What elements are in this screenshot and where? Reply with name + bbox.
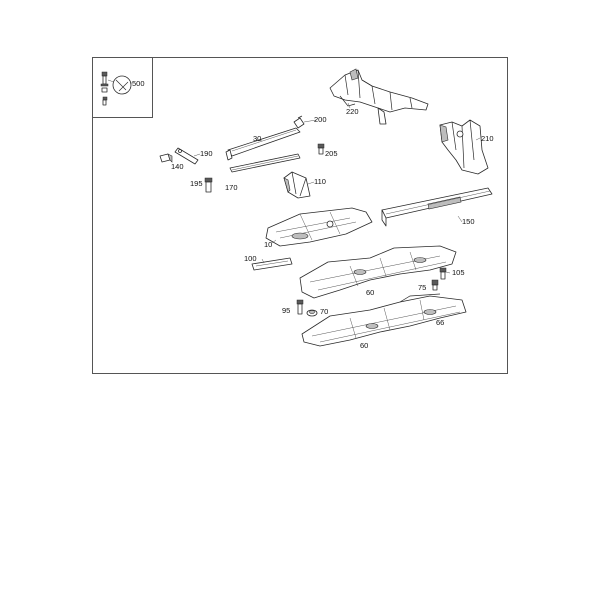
part-95-bolt [296,299,304,315]
label-210: 210 [481,134,494,143]
label-60-lower: 60 [360,341,368,350]
label-140: 140 [171,162,184,171]
part-220-rear-cross-frame [329,68,429,125]
label-95: 95 [282,306,290,315]
part-105-bolt [439,267,447,280]
part-110-bracket [283,171,311,199]
label-75: 75 [418,283,426,292]
label-70: 70 [320,307,328,316]
part-210-bracket [439,119,489,175]
part-30-rail [225,127,301,161]
part-205-screw [317,143,325,155]
label-150: 150 [462,217,475,226]
part-500-bolt-kit [100,71,132,106]
part-10-floor-panel [265,207,373,247]
label-220: 220 [346,107,359,116]
label-105: 105 [452,268,465,277]
label-100: 100 [244,254,257,263]
label-195: 195 [190,179,203,188]
label-30: 30 [253,134,261,143]
label-110: 110 [314,177,326,186]
inset-box-500 [92,57,153,118]
label-500: 500 [132,79,145,88]
label-190: 190 [200,149,213,158]
label-200: 200 [314,115,327,124]
label-10: 10 [264,240,272,249]
part-60-underbody-cover-upper [299,245,457,299]
part-66-panel [399,293,441,303]
leader-lines [130,82,481,274]
part-200-rail [293,115,305,129]
label-60-upper: 60 [366,288,374,297]
label-66: 66 [436,318,444,327]
part-70-nut [306,309,318,317]
part-190-bar [174,147,199,165]
part-60-underbody-cover-lower [301,295,467,347]
part-140-block [159,153,173,163]
part-150-side-rail [381,187,493,227]
part-lower-rail [229,153,301,173]
label-205: 205 [325,149,338,158]
part-75-clip [431,279,439,291]
part-195-bolt [204,177,213,193]
part-100-strip [251,257,293,271]
label-170: 170 [225,183,238,192]
